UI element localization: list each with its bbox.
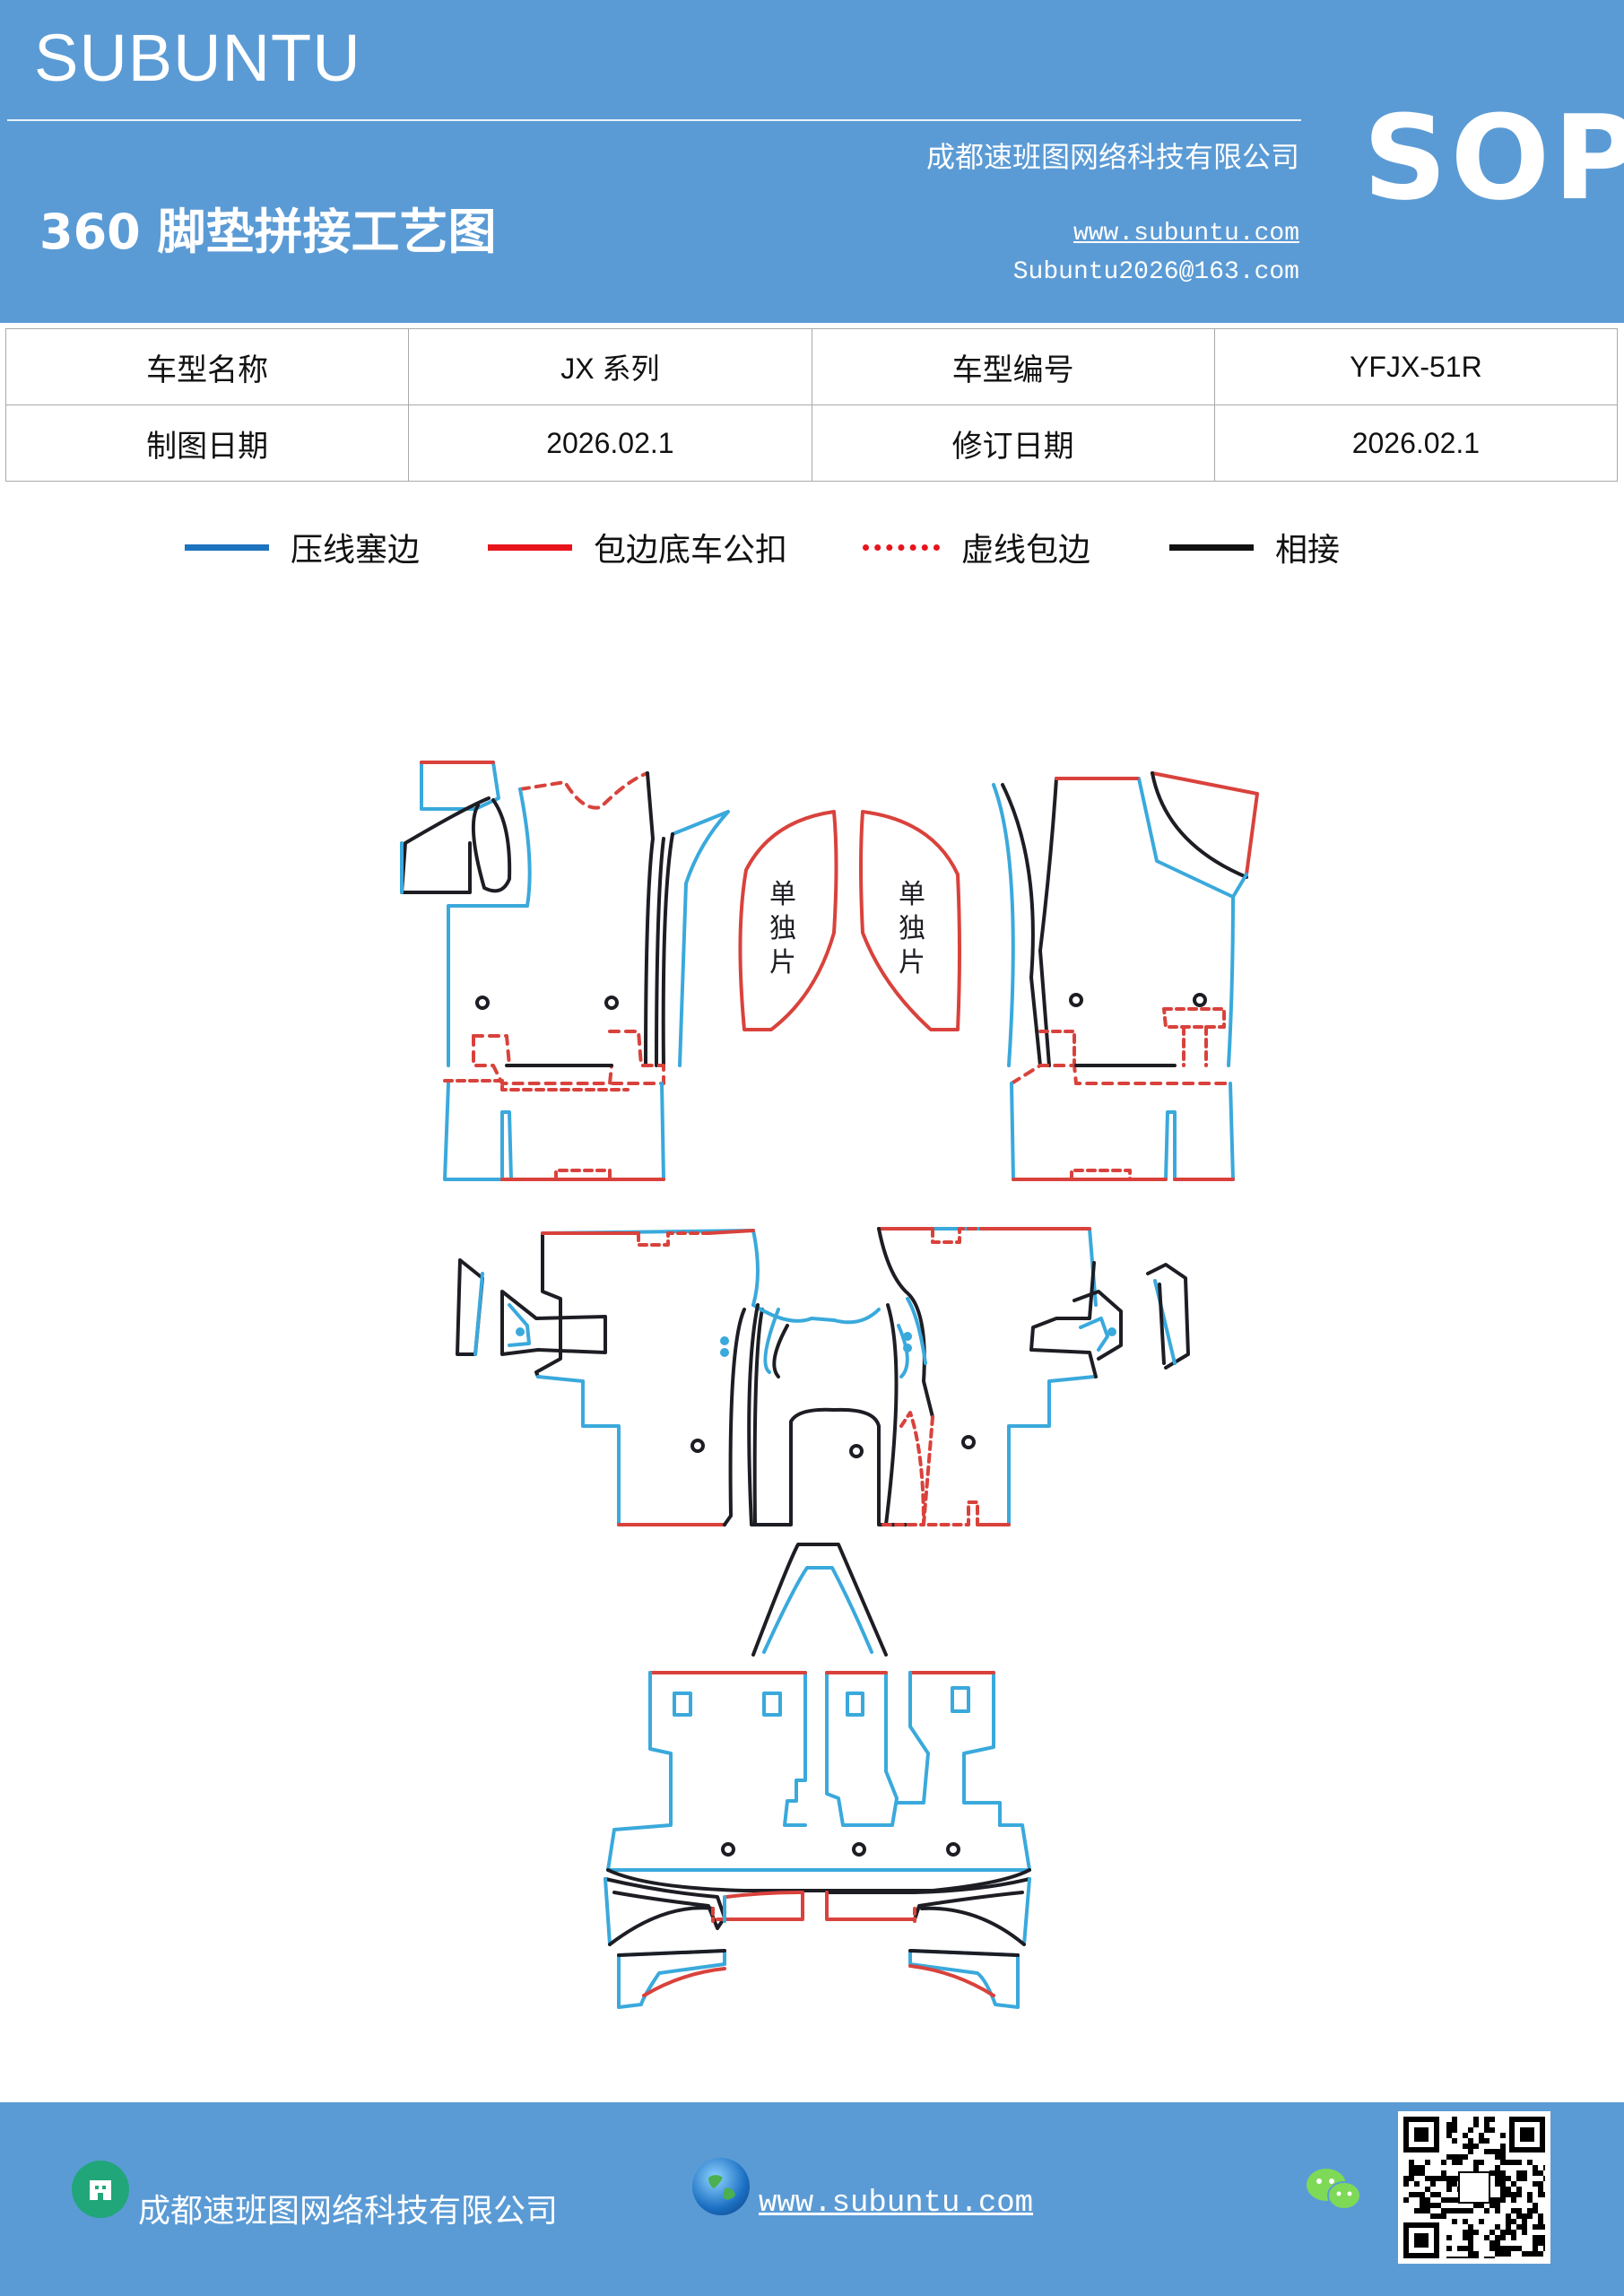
legend-label: 包边底车公扣 [594,532,788,569]
draw-date-value: 2026.02.1 [408,404,812,482]
table-row: 制图日期 2026.02.1 修订日期 2026.02.1 [4,404,1619,482]
revise-date-value: 2026.02.1 [1213,404,1619,482]
sop-badge: SOP [1363,90,1624,226]
model-code-label: 车型编号 [811,328,1215,405]
rear-left-mat [456,1229,764,1526]
trunk-mat-right [825,1877,1031,2009]
rear-center-mat [747,1303,925,1526]
draw-date-label: 制图日期 [4,404,410,482]
legend-swatch-red [488,544,572,551]
legend-label: 虚线包边 [961,532,1091,569]
globe-icon [692,2158,750,2215]
legend-item-press-line: 压线塞边 [185,520,420,574]
piece-label-left-char: 片 [769,947,796,978]
legend-swatch-black [1169,544,1254,551]
info-table: 车型名称 JX 系列 车型编号 YFJX-51R 制图日期 2026.02.1 … [4,328,1619,482]
front-left-mat [400,761,730,1181]
legend-item-joined: 相接 [1169,520,1340,574]
email-address: Subuntu2026@163.com [1012,258,1299,286]
piece-label-right-char: 片 [899,947,925,978]
legend-swatch-blue [185,544,269,551]
tunnel-piece [751,1543,888,1657]
header-banner: SUBUNTU 成都速班图网络科技有限公司 360 脚垫拼接工艺图 www.su… [0,0,1624,323]
wechat-icon[interactable] [1305,2165,1364,2215]
legend-label: 压线塞边 [291,532,421,569]
floor-mat-diagram: 单 独 片 单 独 片 [400,761,1259,2009]
piece-label-right-char: 单 [899,879,925,910]
footer-website-link[interactable]: www.subuntu.com [759,2187,1034,2221]
model-name-value: JX 系列 [408,328,812,405]
model-name-label: 车型名称 [4,328,410,405]
separate-piece-left [738,810,838,1031]
qr-code [1398,2111,1550,2264]
separate-piece-right [859,810,961,1031]
brand-name: SUBUNTU [34,21,361,95]
document-title: 360 脚垫拼接工艺图 [39,204,497,260]
footer-company-name: 成都速班图网络科技有限公司 [138,2193,559,2230]
legend-item-edge-buckle: 包边底车公扣 [488,520,787,574]
front-right-mat [992,771,1259,1181]
legend-item-dashed-edge: 虚线包边 [863,520,1090,574]
website-link[interactable]: www.subuntu.com [1073,220,1299,248]
table-row: 车型名称 JX 系列 车型编号 YFJX-51R [4,328,1619,405]
rear-right-mat [877,1227,1190,1526]
piece-label-left-char: 单 [769,879,796,910]
header-divider [7,119,1301,121]
legend-label: 相接 [1275,532,1341,569]
trunk-mat-left [604,1877,804,2009]
company-name: 成都速班图网络科技有限公司 [925,140,1299,174]
footer-banner: 成都速班图网络科技有限公司 www.subuntu.com [0,2102,1624,2296]
legend-swatch-red-dotted [863,544,940,551]
building-icon [72,2161,129,2218]
piece-label-right-char: 独 [899,913,925,944]
piece-label-left-char: 独 [769,913,796,944]
revise-date-label: 修订日期 [811,404,1215,482]
legend: 压线塞边 包边底车公扣 虚线包边 相接 [0,520,1624,574]
third-row-mat [606,1671,1031,1892]
model-code-value: YFJX-51R [1213,328,1619,405]
